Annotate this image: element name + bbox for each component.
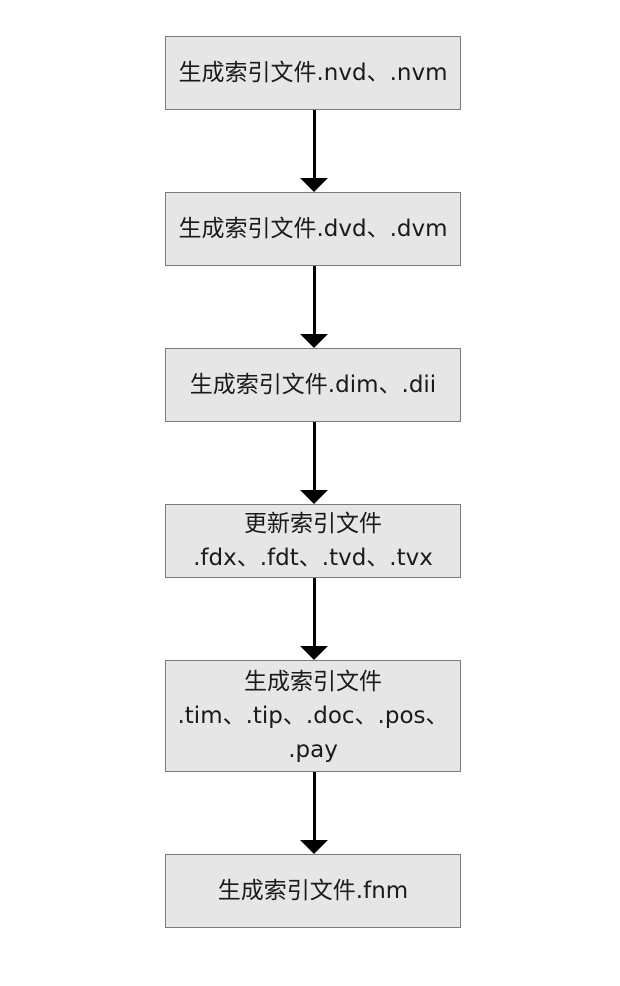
arrow-3-to-4 <box>300 422 328 504</box>
step-box-2: 生成索引文件.dvd、.dvm <box>165 192 461 266</box>
step-4-label-line-1: 更新索引文件 <box>244 511 382 537</box>
arrow-4-to-5 <box>300 578 328 660</box>
step-box-5: 生成索引文件 .tim、.tip、.doc、.pos、 .pay <box>165 660 461 772</box>
step-1-label: 生成索引文件.nvd、.nvm <box>178 60 448 86</box>
step-box-3: 生成索引文件.dim、.dii <box>165 348 461 422</box>
step-box-1: 生成索引文件.nvd、.nvm <box>165 36 461 110</box>
arrow-5-to-6 <box>300 772 328 854</box>
arrow-2-to-3 <box>300 266 328 348</box>
arrow-1-to-2 <box>300 110 328 192</box>
step-box-6: 生成索引文件.fnm <box>165 854 461 928</box>
step-3-label: 生成索引文件.dim、.dii <box>189 372 437 398</box>
step-6-label: 生成索引文件.fnm <box>217 878 409 904</box>
step-5-label-line-1: 生成索引文件 <box>244 669 382 695</box>
step-box-4: 更新索引文件 .fdx、.fdt、.tvd、.tvx <box>165 504 461 578</box>
step-2-label: 生成索引文件.dvd、.dvm <box>178 216 448 242</box>
step-5-label-line-2: .tim、.tip、.doc、.pos、 <box>177 703 449 729</box>
step-5-label-line-3: .pay <box>288 737 338 763</box>
step-4-label-line-2: .fdx、.fdt、.tvd、.tvx <box>193 545 433 571</box>
